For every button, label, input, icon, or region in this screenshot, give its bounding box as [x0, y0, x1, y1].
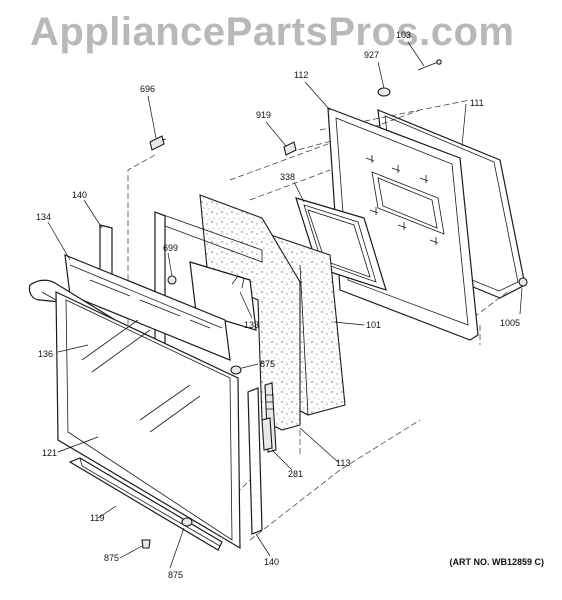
label-140-upper: 140 [72, 190, 87, 200]
label-113: 113 [336, 458, 350, 468]
screw-919 [283, 141, 297, 156]
bottom-trim-119 [68, 457, 223, 551]
label-875-mid: 875 [260, 359, 275, 369]
art-number: (ART NO. WB12859 C) [449, 557, 544, 567]
label-699: 699 [163, 243, 178, 253]
frame-clips [365, 155, 439, 245]
label-101: 101 [366, 320, 381, 330]
screw-1005 [518, 277, 528, 287]
screw-875b [141, 539, 151, 549]
screw-875c [181, 517, 193, 527]
hinge-281 [261, 382, 277, 453]
label-140-lower: 140 [264, 557, 279, 567]
label-111: 111 [470, 98, 484, 108]
label-136: 136 [38, 349, 53, 359]
label-875-left: 875 [104, 553, 119, 563]
screw-696 [149, 135, 167, 151]
hardware [141, 59, 528, 549]
trim-140-lower [247, 387, 263, 535]
glass-reflection [81, 319, 201, 433]
label-696: 696 [140, 84, 155, 94]
part-labels: 696 927 103 112 111 919 338 140 134 699 … [36, 30, 520, 580]
label-338: 338 [280, 172, 295, 182]
washer-927 [377, 87, 391, 97]
label-133: 133 [244, 320, 259, 330]
label-112: 112 [294, 70, 308, 80]
label-927: 927 [364, 50, 379, 60]
outer-panel-121 [55, 291, 241, 550]
label-919: 919 [256, 110, 271, 120]
screw-875a [230, 365, 242, 375]
leader-lines [47, 41, 523, 569]
screw-699 [167, 275, 177, 285]
label-103: 103 [396, 30, 411, 40]
label-875-bottom: 875 [168, 570, 183, 580]
label-134: 134 [36, 212, 51, 222]
label-1005: 1005 [500, 318, 520, 328]
screw-103 [417, 59, 442, 71]
vent-trim-134 [64, 254, 231, 361]
label-281: 281 [288, 469, 303, 479]
label-119: 119 [90, 513, 104, 523]
label-121: 121 [42, 448, 57, 458]
watermark-text: AppliancePartsPros.com [30, 10, 515, 54]
